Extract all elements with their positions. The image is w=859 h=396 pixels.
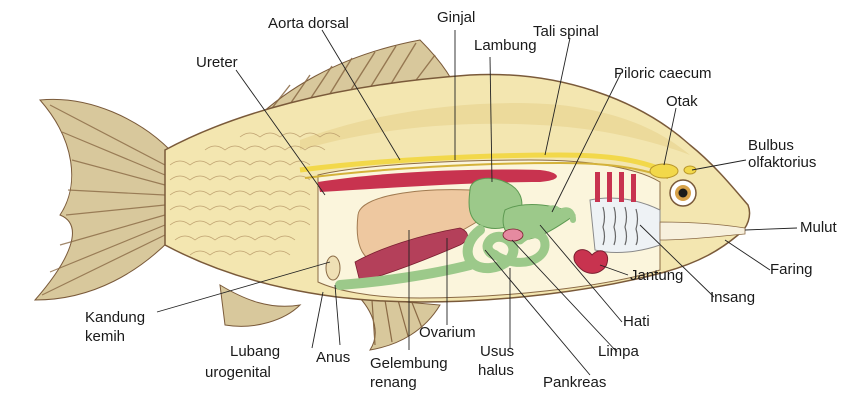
tail-fin	[35, 99, 170, 300]
pelvic-fin	[220, 285, 300, 326]
label-aorta-dorsal: Aorta dorsal	[268, 15, 349, 32]
label-lambung: Lambung	[474, 37, 537, 54]
label-limpa: Limpa	[598, 343, 640, 360]
label-usus-line1: Usus	[480, 343, 514, 360]
label-usus-line2: halus	[478, 362, 514, 379]
label-bulbus: Bulbus olfaktorius	[748, 137, 816, 171]
label-insang: Insang	[710, 289, 755, 306]
label-gelembung-line1: Gelembung	[370, 355, 448, 372]
label-otak: Otak	[666, 93, 698, 110]
label-lubang-urogenital: Lubang urogenital	[205, 343, 284, 381]
label-jantung: Jantung	[630, 267, 683, 284]
label-ovarium: Ovarium	[419, 324, 476, 341]
urinary-bladder	[326, 256, 340, 280]
label-piloric-caecum: Piloric caecum	[614, 65, 712, 82]
label-anus: Anus	[316, 349, 350, 366]
label-faring: Faring	[770, 261, 813, 278]
gills	[590, 198, 660, 252]
label-mulut: Mulut	[800, 219, 838, 236]
label-kandung-line1: Kandung	[85, 309, 145, 326]
label-bulbus-line1: Bulbus	[748, 137, 794, 154]
label-lubang-line1: Lubang	[230, 343, 280, 360]
spleen	[503, 229, 523, 241]
label-gelembung-renang: Gelembung renang	[370, 355, 452, 391]
brain	[650, 164, 678, 178]
eye	[670, 180, 696, 206]
label-bulbus-line2: olfaktorius	[748, 154, 816, 171]
label-hati: Hati	[623, 313, 650, 330]
label-kandung-line2: kemih	[85, 328, 125, 345]
label-tali-spinal: Tali spinal	[533, 23, 599, 40]
label-pankreas: Pankreas	[543, 374, 606, 391]
label-kandung-kemih: Kandung kemih	[85, 309, 149, 345]
label-lubang-line2: urogenital	[205, 364, 271, 381]
label-ginjal: Ginjal	[437, 9, 475, 26]
label-ureter: Ureter	[196, 54, 238, 71]
label-usus-halus: Usus halus	[478, 343, 518, 379]
label-gelembung-line2: renang	[370, 374, 417, 391]
